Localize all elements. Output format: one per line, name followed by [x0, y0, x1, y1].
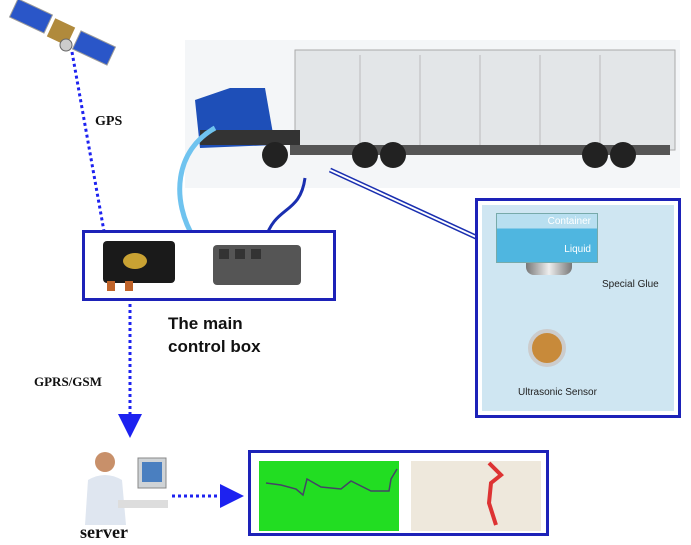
truck-image	[185, 40, 680, 188]
special-glue-label: Special Glue	[602, 279, 659, 290]
liquid-label: Liquid	[564, 244, 591, 255]
title-line-1: The main	[168, 314, 243, 333]
container-label: Container	[547, 216, 591, 227]
route-map	[411, 461, 541, 531]
gps-link	[70, 51, 119, 271]
monitoring-images	[259, 461, 541, 531]
fuel-sensor-unit-icon	[213, 245, 301, 285]
control-box-frame	[82, 230, 336, 301]
monitoring-screen-frame	[248, 450, 549, 536]
satellite-icon	[8, 0, 117, 66]
title-line-2: control box	[168, 337, 261, 356]
server-operator-image	[85, 452, 168, 525]
main-control-box-title: The main control box	[168, 312, 261, 358]
gps-label: GPS	[95, 114, 123, 129]
ultrasonic-sensor-label: Ultrasonic Sensor	[518, 387, 597, 398]
server-label: server	[80, 522, 128, 542]
cable-light	[177, 125, 217, 242]
route-line	[486, 461, 504, 526]
ultrasonic-sensor-icon	[528, 329, 566, 367]
glue-mount-icon	[526, 263, 572, 275]
container-graphic: Container Liquid	[496, 213, 598, 263]
gps-tracker-icon	[103, 241, 175, 291]
control-devices-image	[103, 241, 301, 291]
sensor-panel: Container Liquid Special Glue Ultrasonic…	[475, 198, 681, 418]
fuel-level-chart	[259, 461, 399, 531]
gprs-label: GPRS/GSM	[34, 374, 102, 389]
fuel-level-line	[265, 468, 398, 497]
